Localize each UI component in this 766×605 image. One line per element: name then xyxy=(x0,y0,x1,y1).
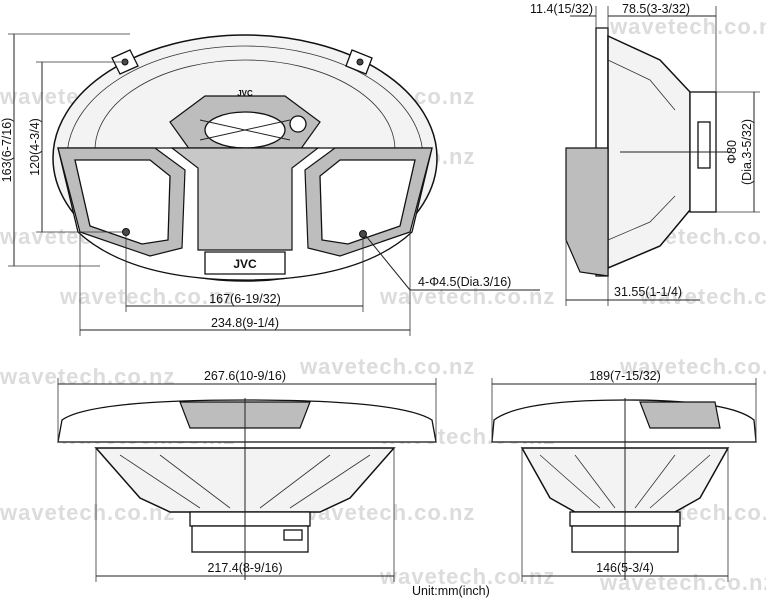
front-grille-right-inset xyxy=(319,159,416,245)
long-terminal xyxy=(283,529,303,541)
watermark-text: wavetech.co.nz xyxy=(619,354,766,379)
short-grille-insert xyxy=(639,401,721,429)
side-basket-ribs xyxy=(607,59,676,241)
watermark-text: wavetech.co.nz xyxy=(59,284,235,309)
label-height-inner: 120(4-3/4) xyxy=(28,118,42,176)
watermark-text: wavetech.co.nz xyxy=(0,364,175,389)
label-mount-depth: 31.55(1-1/4) xyxy=(614,285,682,299)
long-basket-ribs xyxy=(119,454,371,509)
leader-mount-holes xyxy=(365,235,411,291)
short-profile-view: 189(7-15/32) 146(5-3/4) xyxy=(491,369,757,582)
label-hole-spacing: 167(6-19/32) xyxy=(209,292,281,306)
side-magnet-cap xyxy=(697,121,711,169)
front-brand-logo: JVC xyxy=(233,257,257,271)
long-profile-view: 267.6(10-9/16) 217.4(8-9/16) xyxy=(57,369,437,582)
unit-label: Unit:mm(inch) xyxy=(412,584,490,598)
front-tweeter-struts xyxy=(199,119,291,141)
front-grille-mesh xyxy=(170,147,320,251)
label-short-overall: 189(7-15/32) xyxy=(589,369,661,383)
label-short-cutout: 146(5-3/4) xyxy=(596,561,654,575)
label-depth: 78.5(3-3/32) xyxy=(622,2,690,16)
front-hole-bottom-right xyxy=(359,230,367,238)
front-hole-top-left xyxy=(121,58,129,66)
label-height-overall: 163(6-7/16) xyxy=(0,118,14,183)
front-grille-left-inset xyxy=(74,159,171,245)
watermark-text: wavetech.co.nz xyxy=(599,570,766,595)
front-logo-plate xyxy=(204,251,286,275)
label-mount-holes: 4-Φ4.5(Dia.3/16) xyxy=(418,275,511,289)
tweeter-brand-logo: JVC xyxy=(237,89,253,98)
watermark-text: wavetech.co.nz xyxy=(609,14,766,39)
label-long-cutout: 217.4(8-9/16) xyxy=(207,561,282,575)
front-hole-top-right xyxy=(356,58,364,66)
side-view: 11.4(15/32) 78.5(3-3/32) Φ80 (Dia.3-5/32… xyxy=(530,2,760,306)
label-magnet-diameter: Φ80 xyxy=(725,140,739,164)
front-hole-bottom-left xyxy=(122,228,130,236)
label-magnet-diameter-inch: (Dia.3-5/32) xyxy=(740,119,754,185)
label-basket-width: 234.8(9-1/4) xyxy=(211,316,279,330)
label-flange-thickness: 11.4(15/32) xyxy=(530,2,593,16)
watermark-text: wavetech.co.nz xyxy=(0,500,175,525)
front-view: JVC JVC 163(6-7/16) 120(4-3/4) 167(6-19/… xyxy=(0,33,540,336)
side-grille-profile xyxy=(565,147,609,277)
watermark-text: wavetech.co.nz xyxy=(299,354,475,379)
short-basket-ribs xyxy=(539,454,711,509)
long-magnet-top xyxy=(189,511,311,527)
label-long-overall: 267.6(10-9/16) xyxy=(204,369,286,383)
watermark-text: wavetech.co.nz xyxy=(639,284,766,309)
front-crossover-knob xyxy=(289,115,307,133)
